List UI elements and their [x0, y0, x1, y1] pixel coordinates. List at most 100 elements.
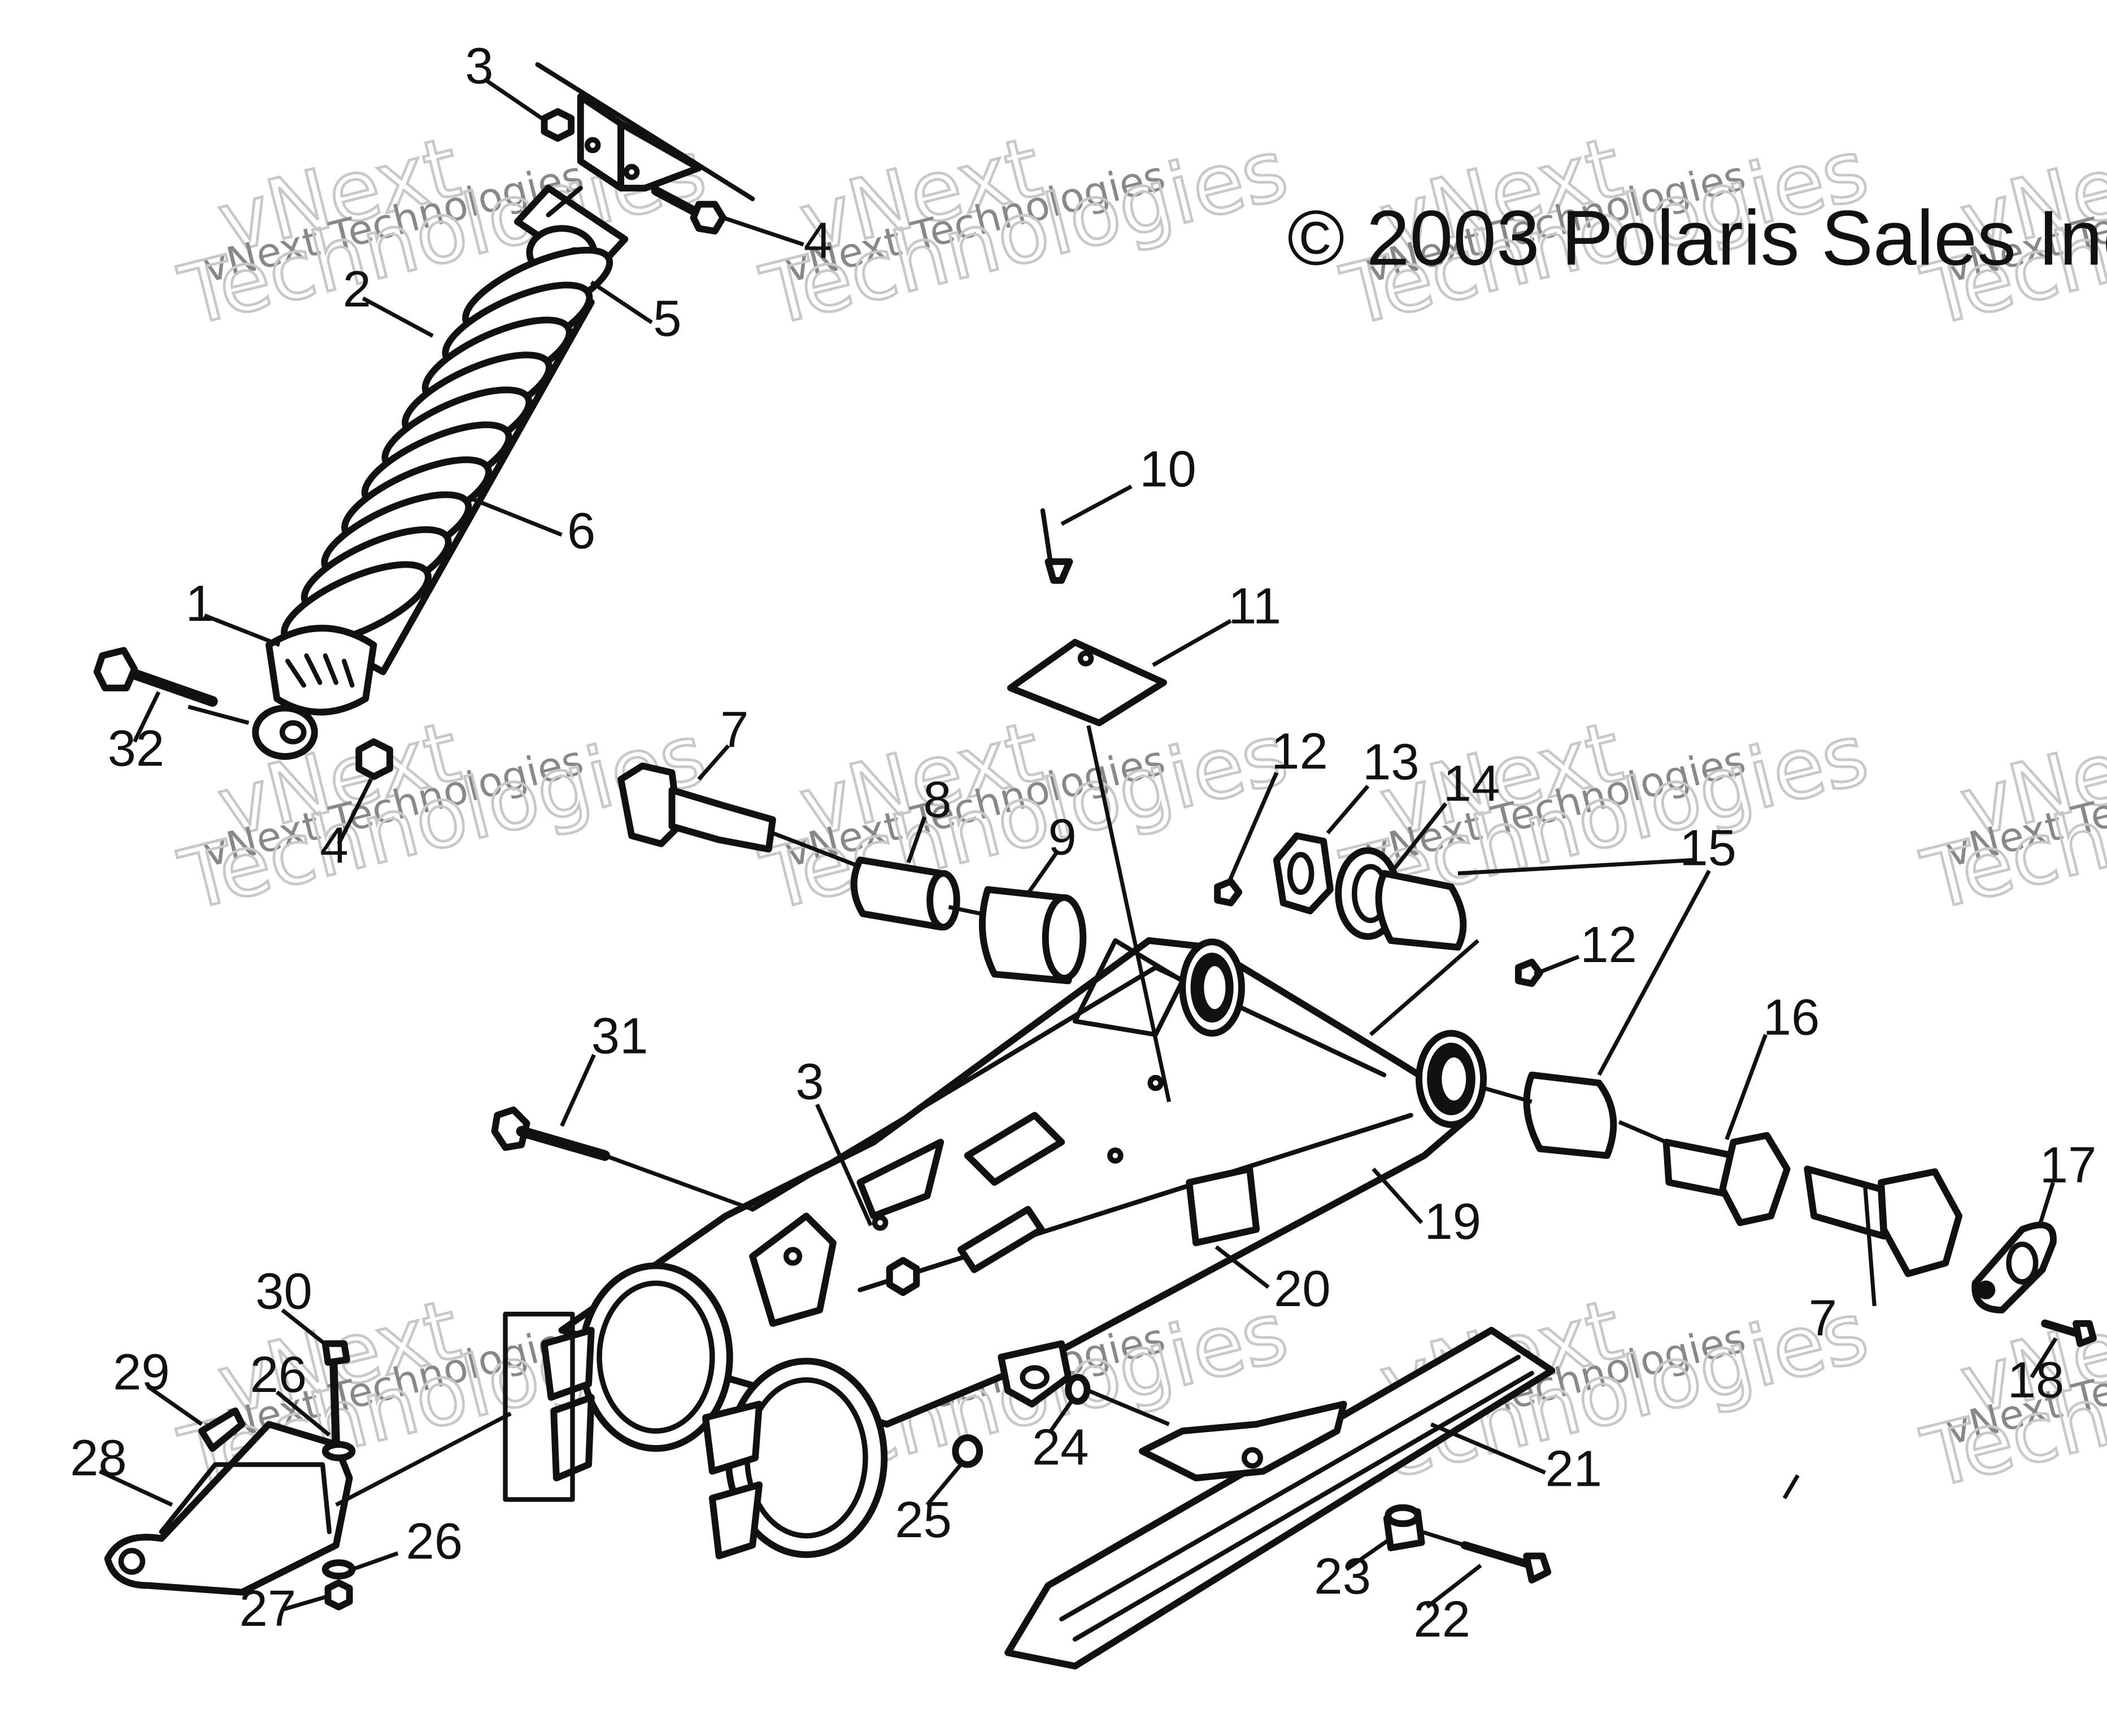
hitch-bracket — [749, 1212, 920, 1327]
slide-rail-21 — [1004, 1326, 1556, 1670]
slide-mount — [1139, 1400, 1347, 1482]
bolt-head — [93, 647, 138, 691]
nut-lower — [355, 738, 393, 780]
shock-lower-bolt — [93, 647, 218, 707]
callout-12b: 12 — [1580, 916, 1637, 973]
fitting-head — [1044, 558, 1073, 584]
callout-9: 9 — [1048, 809, 1076, 866]
plate-11 — [1007, 638, 1167, 726]
frame-edge-line — [535, 62, 755, 202]
callout-27: 27 — [240, 1580, 297, 1637]
nut-top — [541, 108, 575, 142]
washer-26b — [321, 1559, 356, 1580]
grease-fitting-12b — [1515, 959, 1543, 987]
bolt-head — [491, 1106, 530, 1151]
cutout — [856, 1138, 944, 1220]
bolt-shank — [668, 786, 776, 853]
swing-arm — [503, 937, 1487, 1560]
callout-4b: 4 — [320, 817, 348, 874]
callout-30: 30 — [255, 1263, 312, 1320]
swing-arm-edge — [857, 1112, 1413, 1293]
pivot-tube-upper — [1179, 938, 1245, 1037]
bushing-15b — [1523, 1071, 1617, 1159]
callout-15: 15 — [1679, 820, 1736, 877]
callout-14: 14 — [1443, 755, 1500, 812]
spacer-23 — [1383, 1504, 1425, 1551]
callout-12: 12 — [1271, 723, 1328, 780]
bolt-head — [690, 201, 726, 235]
callout-17: 17 — [2040, 1137, 2097, 1194]
callout-13: 13 — [1362, 734, 1420, 791]
bushing-9-end — [1042, 894, 1087, 982]
callout-26b: 26 — [406, 1513, 463, 1570]
callout-labels: 1 2 3 4 5 6 7 8 9 10 11 12 13 14 15 12 1… — [70, 37, 2096, 1648]
pivot-bolt-16 — [1662, 1132, 1791, 1226]
callout-24: 24 — [1032, 1419, 1089, 1476]
callout-7b: 7 — [1809, 1290, 1837, 1347]
callout-26: 26 — [250, 1346, 307, 1403]
washer-24 — [1065, 1373, 1091, 1405]
callout-8: 8 — [923, 771, 951, 828]
callout-leaders — [98, 79, 2058, 1612]
callout-6: 6 — [567, 502, 595, 559]
lock-plate-17 — [1971, 1221, 2057, 1313]
nut-27 — [324, 1579, 353, 1611]
callout-21: 21 — [1546, 1441, 1603, 1498]
callout-2: 2 — [343, 260, 371, 317]
lower-bushing-hole — [279, 720, 307, 745]
callout-4: 4 — [804, 212, 832, 269]
callout-3b: 3 — [795, 1054, 824, 1111]
pivot-bolt-lower-7 — [1804, 1165, 1963, 1277]
grease-fitting-10 — [1040, 508, 1073, 584]
bracket-plate-right — [617, 120, 703, 192]
callout-7: 7 — [720, 701, 748, 758]
bolt-30-head — [321, 1340, 350, 1366]
hitch-tab — [198, 1407, 246, 1452]
callout-19: 19 — [1424, 1193, 1481, 1250]
washer-26a — [321, 1441, 356, 1461]
coil-spring — [281, 246, 613, 649]
callout-18: 18 — [2008, 1352, 2065, 1409]
bolt-30 — [329, 1353, 341, 1449]
callout-16: 16 — [1763, 989, 1820, 1046]
plate-hole — [1077, 650, 1094, 667]
spring-adjuster — [265, 625, 377, 716]
label-20 — [1186, 1165, 1260, 1247]
callout-31: 31 — [591, 1008, 648, 1065]
clamp-detail-box — [503, 1311, 575, 1502]
callout-32: 32 — [108, 720, 165, 777]
callout-11: 11 — [1228, 578, 1281, 635]
bolt-18 — [2041, 1319, 2097, 1347]
nut-3-bracket — [886, 1257, 920, 1296]
bolt-top — [651, 186, 726, 235]
grease-fitting-12a — [1214, 878, 1243, 907]
cutout — [964, 1112, 1065, 1186]
hitch-plate — [104, 1407, 353, 1596]
watermark: vNext vNext Technologies Technologies — [170, 117, 716, 346]
callout-28: 28 — [70, 1430, 127, 1487]
nut-13 — [1273, 832, 1334, 915]
bushing-8-end — [926, 870, 960, 931]
bolt-22 — [1460, 1541, 1552, 1584]
callout-23: 23 — [1314, 1548, 1371, 1605]
callout-22: 22 — [1413, 1591, 1470, 1648]
copyright-text: © 2003 Polaris Sales Inc. — [1287, 195, 2107, 282]
shock-absorber — [252, 225, 613, 760]
callout-29: 29 — [113, 1343, 170, 1400]
callout-25: 25 — [895, 1491, 952, 1548]
axle-clamp — [541, 1262, 888, 1560]
callout-20: 20 — [1274, 1260, 1331, 1317]
pivot-tube-lower — [1416, 1030, 1487, 1128]
callout-3: 3 — [465, 37, 493, 94]
bushing-15a — [1375, 870, 1467, 951]
mount-tag-link — [546, 185, 583, 217]
cutout — [957, 1206, 1045, 1273]
pivot-bolt-upper — [617, 762, 776, 853]
bolt-31 — [491, 1106, 611, 1161]
assembly-lines — [188, 704, 1667, 1547]
bracket-hole — [584, 137, 601, 154]
watermark: vNext vNext Technologies Technologies — [1913, 702, 2107, 930]
nut-25 — [952, 1434, 983, 1468]
bracket-hole — [623, 164, 640, 180]
